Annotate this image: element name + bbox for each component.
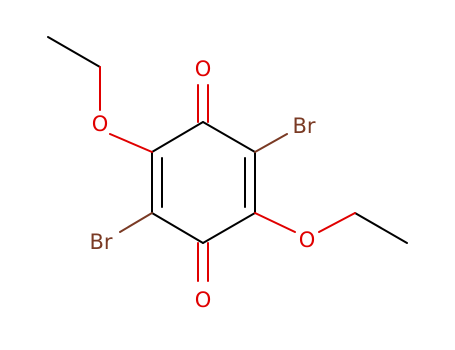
bond-o-c5: [109, 133, 153, 153]
bond-c2-c1: [202, 212, 256, 244]
bond-lines: [47, 36, 408, 244]
bromine-bonds: [119, 133, 288, 233]
atom-labels: O O O O Br Br: [89, 57, 315, 312]
bond-c5-c4: [151, 121, 204, 153]
atom-o-ether-right: O: [299, 228, 316, 252]
atom-br-left: Br: [89, 230, 112, 254]
atom-o-carbonyl-bottom: O: [195, 288, 212, 312]
atom-o-carbonyl-top: O: [195, 57, 212, 81]
bond-ch2-ch3-bottom: [354, 212, 408, 244]
bond-o-ch2-bottom: [318, 212, 356, 233]
oxygen-bonds: [99, 66, 356, 282]
bond-c1-c6: [151, 212, 204, 244]
atom-o-ether-left: O: [92, 112, 109, 136]
bond-c3-br: [254, 133, 288, 153]
bond-c6-br: [119, 212, 153, 233]
atom-br-right: Br: [292, 114, 315, 138]
bond-ch3-ch2-top: [47, 36, 101, 68]
bond-c2-o: [254, 212, 296, 233]
bond-c4-c3: [202, 121, 256, 153]
